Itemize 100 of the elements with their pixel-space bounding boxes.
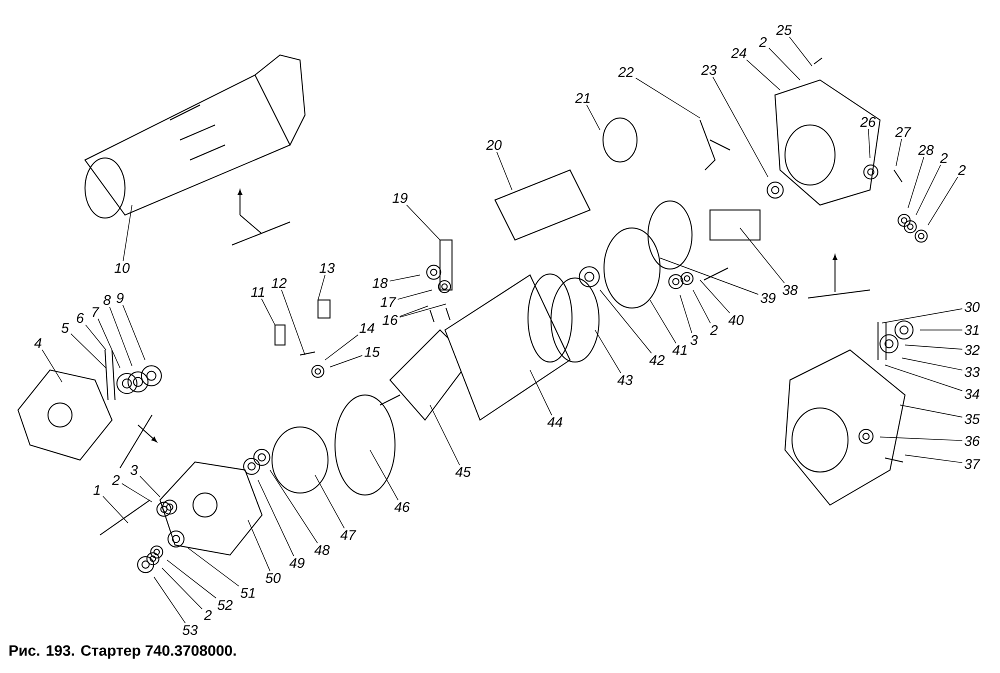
callout-number: 20 <box>486 140 502 150</box>
leader-line <box>314 474 345 529</box>
leader-line <box>188 548 240 586</box>
leader-line <box>258 480 294 556</box>
leader-line <box>162 568 202 610</box>
leader-line <box>600 290 652 354</box>
leader-line <box>908 156 924 208</box>
callout-number: 2 <box>940 153 948 163</box>
callout-number: 25 <box>776 25 792 35</box>
callout-number: 45 <box>455 467 471 477</box>
leader-line <box>122 483 152 502</box>
leader-line <box>904 344 963 350</box>
leader-line <box>102 496 128 524</box>
leader-line <box>900 404 963 418</box>
leader-line <box>370 450 398 500</box>
callout-number: 47 <box>340 530 356 540</box>
callout-number: 51 <box>240 588 255 598</box>
callout-number: 2 <box>710 325 718 335</box>
callout-number: 37 <box>964 459 980 469</box>
callout-number: 2 <box>112 475 120 485</box>
callout-number: 50 <box>266 573 281 583</box>
callout-number: 36 <box>964 436 980 446</box>
leader-line <box>70 333 106 368</box>
leader-line <box>928 176 958 226</box>
callout-number: 31 <box>964 325 979 335</box>
callout-number: 7 <box>92 307 100 317</box>
leader-line <box>746 60 780 90</box>
leader-line <box>712 76 768 178</box>
leader-line <box>98 318 120 368</box>
leader-line <box>85 324 106 350</box>
leader-line <box>122 204 132 262</box>
leader-line <box>700 280 730 314</box>
leader-line <box>916 164 941 216</box>
callout-number: 40 <box>728 315 744 325</box>
leader-line <box>318 274 326 300</box>
leader-line <box>768 48 800 80</box>
leader-line <box>635 78 700 118</box>
leader-line <box>42 349 62 382</box>
callout-number: 21 <box>575 93 590 103</box>
leader-line <box>399 304 446 318</box>
callout-number: 1 <box>93 485 100 495</box>
callout-number: 35 <box>964 414 980 424</box>
callout-number: 38 <box>782 285 798 295</box>
leader-line <box>530 370 552 416</box>
leader-line <box>140 476 160 498</box>
callout-number: 49 <box>289 558 304 568</box>
leader-line <box>281 290 306 356</box>
leader-line <box>330 355 363 368</box>
leader-line <box>740 228 785 284</box>
callout-number: 32 <box>964 345 980 355</box>
callout-number: 3 <box>130 465 138 475</box>
callout-number: 42 <box>649 355 665 365</box>
callout-number: 27 <box>895 127 912 137</box>
callout-number: 2 <box>759 37 767 47</box>
leader-line <box>884 364 963 392</box>
leader-line <box>270 470 318 544</box>
leader-line <box>399 306 428 317</box>
callout-number: 30 <box>964 302 980 312</box>
callout-number: 12 <box>272 278 287 288</box>
callout-number: 9 <box>116 293 124 303</box>
callout-number: 6 <box>76 313 84 323</box>
callout-number: 16 <box>382 315 398 325</box>
callout-number: 10 <box>114 263 130 273</box>
callout-number: 8 <box>104 295 111 305</box>
callout-number: 17 <box>380 297 396 307</box>
leader-line <box>261 298 276 326</box>
leader-line <box>904 454 963 464</box>
callout-number: 19 <box>392 193 408 203</box>
callout-number: 4 <box>34 338 42 348</box>
callout-number: 28 <box>918 145 934 155</box>
leader-line <box>109 306 132 366</box>
callout-number: 22 <box>618 67 634 77</box>
callout-number: 23 <box>701 65 717 75</box>
callout-number: 2 <box>958 165 966 175</box>
callout-number: 34 <box>964 389 980 399</box>
callout-number: 26 <box>860 117 876 127</box>
callout-number: 14 <box>360 323 374 333</box>
callout-number: 52 <box>218 600 233 610</box>
leader-line <box>789 36 812 66</box>
leader-line <box>496 152 512 190</box>
leader-line <box>406 204 440 240</box>
leader-line <box>166 560 216 598</box>
caption: Рис. 193. Стартер 740.3708000. <box>10 645 236 659</box>
callout-number: 24 <box>731 48 746 58</box>
leader-line <box>248 520 270 572</box>
leader-line <box>882 308 963 324</box>
leader-line <box>594 330 622 374</box>
callout-number: 46 <box>394 502 410 512</box>
callout-number: 15 <box>364 347 380 357</box>
callout-number: 3 <box>690 335 698 345</box>
callout-number: 13 <box>320 263 335 273</box>
leader-line <box>868 128 870 158</box>
callout-number: 53 <box>182 625 198 635</box>
callout-number: 41 <box>672 345 687 355</box>
callout-number: 5 <box>61 323 69 333</box>
leader-line <box>650 300 676 344</box>
leader-line <box>397 290 432 300</box>
leader-line <box>680 294 692 334</box>
leader-line <box>586 104 600 130</box>
leader-line <box>324 334 358 360</box>
